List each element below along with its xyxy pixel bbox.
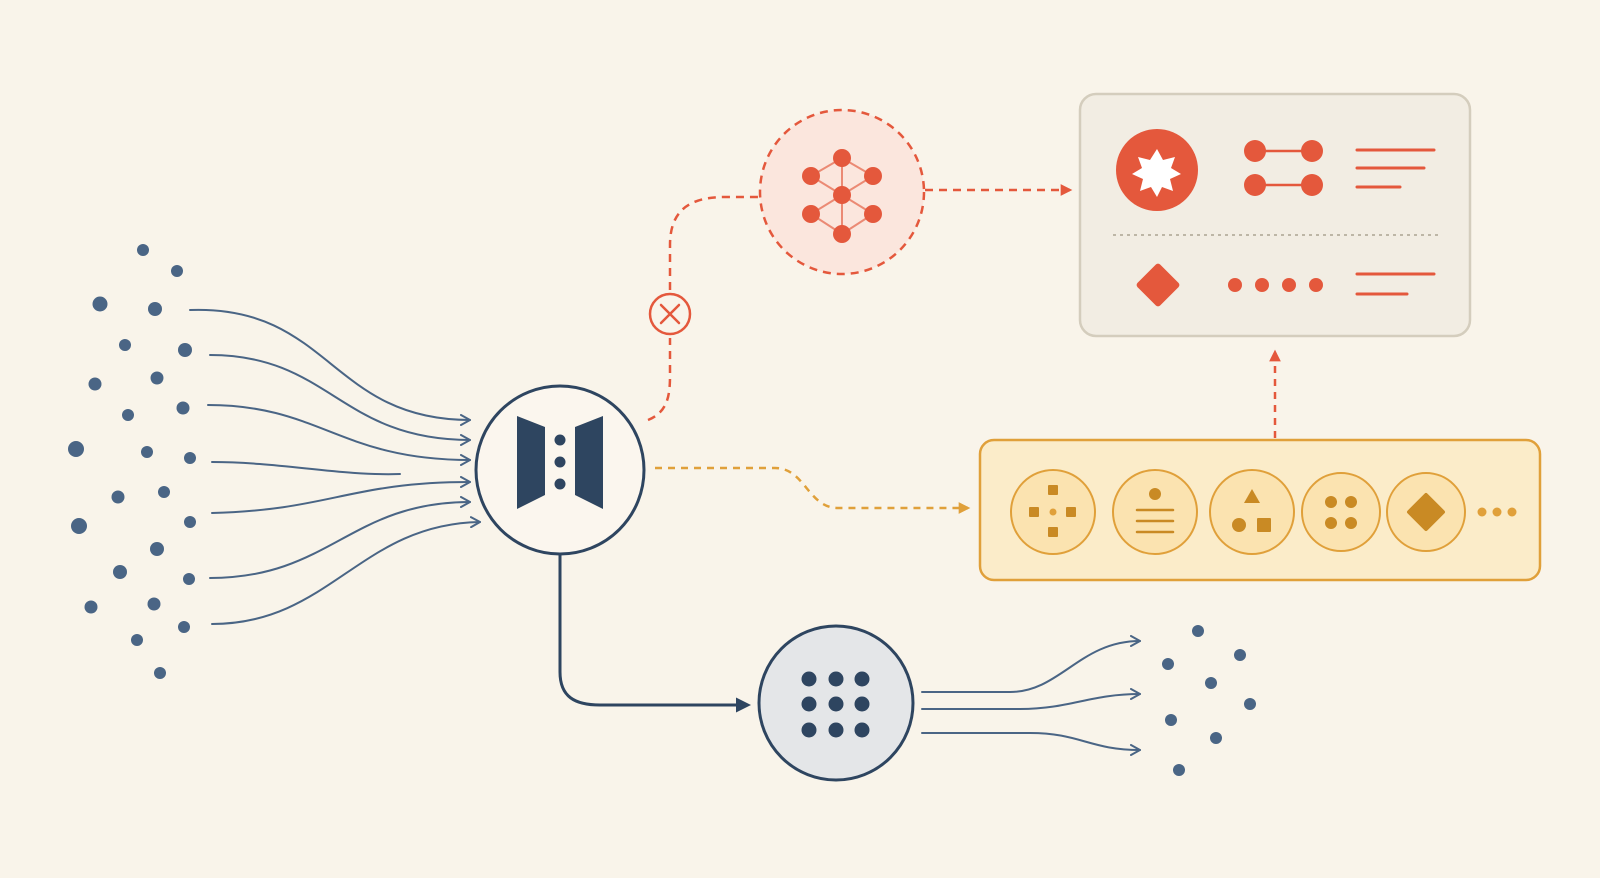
diamond-icon bbox=[1407, 493, 1445, 531]
output-arrow-stream bbox=[921, 635, 1141, 756]
amber-route bbox=[655, 466, 971, 514]
scatter-squares-icon bbox=[1029, 485, 1076, 537]
molecule-graph-icon bbox=[802, 149, 882, 243]
grid-3x3-icon bbox=[801, 671, 870, 738]
input-arrow-stream bbox=[189, 308, 481, 625]
starburst-icon bbox=[1116, 129, 1198, 211]
input-dot-cluster bbox=[68, 244, 196, 679]
funnel-node bbox=[474, 384, 646, 556]
funnel-filter-icon bbox=[517, 416, 603, 509]
shapes-icon bbox=[1232, 489, 1271, 532]
grid-node bbox=[757, 624, 915, 782]
ellipsis-icon bbox=[1477, 507, 1517, 517]
list-icon bbox=[1135, 488, 1175, 534]
coral-route bbox=[647, 184, 1073, 422]
grid-dots-icon bbox=[1325, 496, 1357, 529]
structured-panel bbox=[1078, 92, 1472, 338]
dark-route bbox=[558, 552, 751, 713]
text-lines-icon bbox=[1355, 272, 1436, 296]
dot-row-icon bbox=[1228, 278, 1323, 292]
linked-nodes-icon bbox=[1244, 140, 1323, 196]
rejected-x-icon bbox=[648, 292, 692, 336]
diamond-icon bbox=[1136, 263, 1180, 307]
output-dot-cluster bbox=[1162, 625, 1256, 776]
category-bar bbox=[978, 438, 1542, 582]
graph-node bbox=[758, 108, 926, 276]
text-lines-icon bbox=[1355, 148, 1436, 189]
